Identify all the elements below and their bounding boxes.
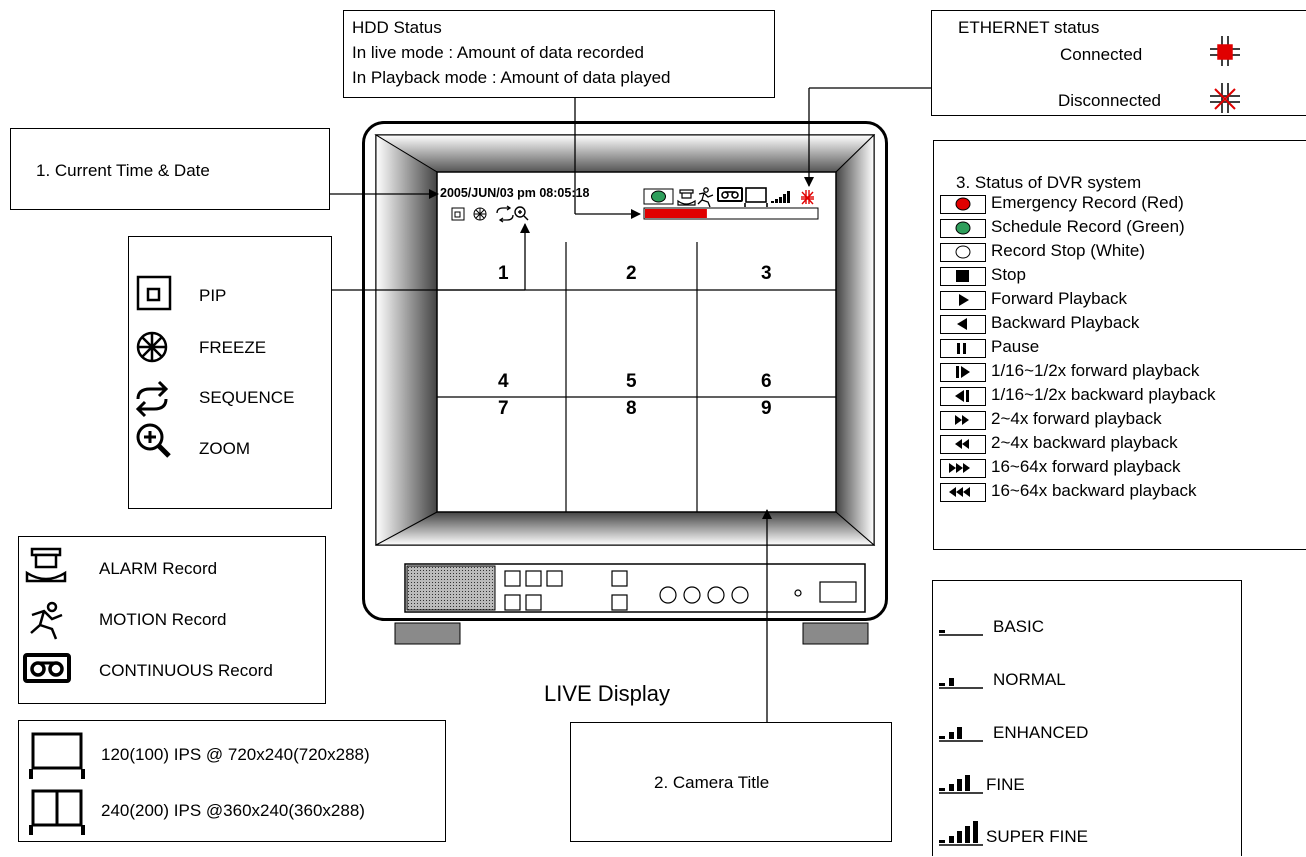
alarm-mini-icon [677,189,696,206]
dvr-status-label: Pause [991,337,1040,356]
slow-forward-icon [940,363,986,382]
white-circle-icon [940,243,986,262]
zoom-icon [136,423,171,458]
dvr-status-label: 2~4x backward playback [991,433,1178,452]
dvr-status-label: 2~4x forward playback [991,409,1162,428]
quality-super-fine-label: SUPER FINE [986,827,1089,846]
dvr-status-label: Stop [991,265,1026,284]
ethernet-connected-label: Connected [1060,45,1143,64]
channel-number: 5 [626,371,637,392]
continuous-mini-icon [717,187,743,202]
screen-datetime: 2005/JUN/03 pm 08:05:18 [440,186,590,200]
channel-number: 6 [761,371,772,392]
dvr-status-title: 3. Status of DVR system [956,173,1142,192]
quality-enhanced-label: ENHANCED [993,723,1089,742]
dvr-status-legend: 3. Status of DVR system [933,140,1306,550]
schedule-record-mini-icon [643,188,674,205]
dvr-status-label: 16~64x forward playback [991,457,1181,476]
quality-legend: BASIC NORMAL ENHANCED FINE SUPER FINE [932,580,1242,856]
hdd-playback-mode-text: In Playback mode : Amount of data played [352,68,671,87]
live-display-label: LIVE Display [544,681,670,706]
ethernet-connected-icon [1210,36,1240,66]
ethernet-status-callout: ETHERNET status Connected Disconnected [931,10,1306,116]
channel-number: 4 [498,371,509,392]
dvr-status-label: Emergency Record (Red) [991,193,1184,212]
quality-super-fine-icon [939,821,983,846]
freeze-label: FREEZE [199,338,267,357]
quality-fine-label: FINE [986,775,1025,794]
current-time-label: 1. Current Time & Date [36,161,210,180]
channel-number: 2 [626,263,637,284]
faster-forward-icon [940,459,986,478]
fast-forward-icon [940,411,986,430]
split-frame-icon [29,789,85,835]
quality-normal-icon [939,678,983,689]
channel-number: 3 [761,263,772,284]
channel-number: 9 [761,398,772,419]
channel-number: 8 [626,398,637,419]
dvr-status-label: Record Stop (White) [991,241,1145,260]
channel-number: 1 [498,263,509,284]
sequence-label: SEQUENCE [199,388,295,407]
camera-title-label: 2. Camera Title [654,773,770,792]
dvr-status-label: 16~64x backward playback [991,481,1197,500]
motion-icon [30,601,63,640]
ethernet-disconnected-mini-icon [801,190,814,205]
camera-title-callout: 2. Camera Title [570,722,892,842]
quality-mini-icon [771,191,790,203]
faster-backward-icon [940,483,986,502]
pip-mini-icon [451,207,465,221]
dvr-status-label: Forward Playback [991,289,1128,308]
green-circle-icon [940,219,986,238]
freeze-mini-icon [473,207,487,221]
dvr-status-label: 1/16~1/2x backward playback [991,385,1216,404]
backward-icon [940,315,986,334]
motion-mini-icon [697,187,714,208]
forward-icon [940,291,986,310]
ethernet-disconnected-icon [1210,83,1240,113]
zoom-mini-icon [514,206,529,221]
quality-basic-icon [939,630,983,636]
stop-icon [940,267,986,286]
dvr-status-label: Schedule Record (Green) [991,217,1185,236]
hdd-status-callout: HDD Status In live mode : Amount of data… [343,10,775,98]
hdd-live-mode-text: In live mode : Amount of data recorded [352,43,645,62]
pip-icon [136,275,172,311]
ips-split-label: 240(200) IPS @360x240(360x288) [101,801,365,820]
sequence-mini-icon [496,205,514,223]
zoom-label: ZOOM [199,439,250,458]
slow-backward-icon [940,387,986,406]
ethernet-disconnected-label: Disconnected [1058,91,1162,110]
ethernet-status-title: ETHERNET status [958,18,1100,37]
continuous-record-label: CONTINUOUS Record [99,661,273,680]
alarm-record-label: ALARM Record [99,559,218,578]
ips-single-label: 120(100) IPS @ 720x240(720x288) [101,745,370,764]
red-circle-icon [940,195,986,214]
fast-backward-icon [940,435,986,454]
quality-fine-icon [939,775,983,794]
quality-normal-label: NORMAL [993,670,1066,689]
quality-enhanced-icon [939,727,983,742]
record-type-legend: ALARM Record MOTION Record CONTINUOUS Re… [18,536,326,704]
hdd-progress-fill [645,209,707,218]
motion-record-label: MOTION Record [99,610,227,629]
ips-legend: 120(100) IPS @ 720x240(720x288) 240(200)… [18,720,446,842]
channel-number: 7 [498,398,509,419]
quality-basic-label: BASIC [993,617,1045,636]
pause-icon [940,339,986,358]
function-icon-legend: PIP FREEZE SEQUENCE ZOOM [128,236,332,509]
display-mini-icon [744,187,768,207]
freeze-icon [136,331,168,363]
current-time-callout: 1. Current Time & Date [10,128,330,210]
alarm-icon [25,547,67,583]
hdd-status-title: HDD Status [352,18,442,37]
single-frame-icon [29,732,85,779]
pip-label: PIP [199,286,227,305]
sequence-icon [135,380,169,418]
continuous-icon [23,653,71,683]
dvr-status-label: 1/16~1/2x forward playback [991,361,1200,380]
dvr-status-label: Backward Playback [991,313,1140,332]
